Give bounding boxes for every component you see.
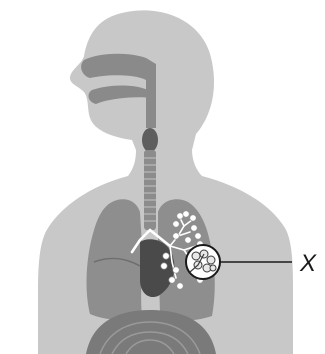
larynx: [142, 128, 158, 152]
trachea: [144, 150, 156, 230]
label-x: X: [299, 250, 317, 277]
pharynx: [146, 58, 156, 128]
